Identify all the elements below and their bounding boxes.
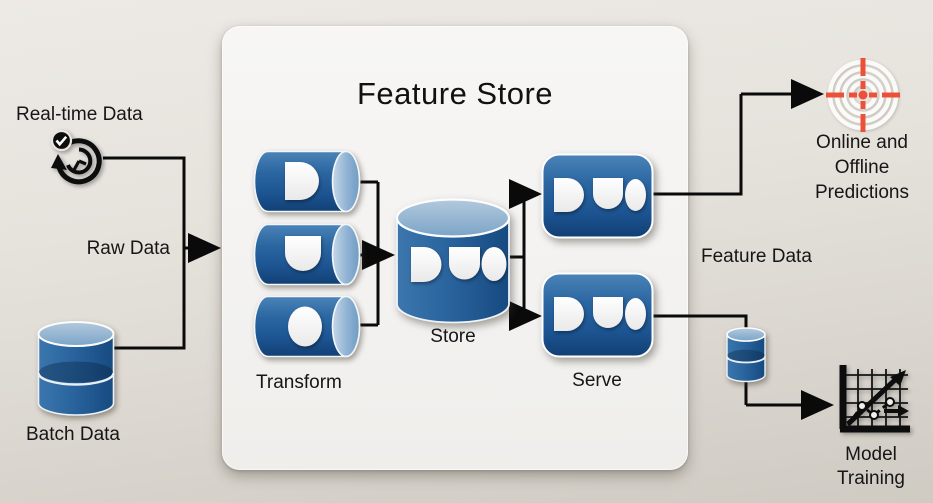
shape-u-icon: [449, 247, 480, 280]
shape-u-icon: [593, 178, 623, 209]
model-training-chart-icon: [834, 364, 912, 438]
model-training-line-2: Training: [837, 468, 905, 489]
shape-u-icon: [285, 236, 321, 271]
predictions-label: Online and Offline Predictions: [786, 130, 933, 205]
transform-cylinder-2: [253, 223, 361, 286]
feature-store-title: Feature Store: [356, 76, 554, 111]
shape-d-icon: [554, 297, 584, 331]
store-database-cylinder-icon: [395, 198, 511, 328]
shape-o-icon: [625, 298, 646, 330]
predictions-line-3: Predictions: [815, 182, 909, 203]
shape-d-icon: [554, 178, 584, 212]
serve-label: Serve: [572, 370, 622, 391]
realtime-data-label: Real-time Data: [16, 104, 143, 125]
transform-cylinder-1: [253, 150, 361, 213]
serve-box-offline: [541, 272, 654, 358]
transform-cylinder-3: [253, 295, 361, 358]
feature-data-label: Feature Data: [701, 246, 812, 267]
shape-d-icon: [285, 162, 319, 200]
raw-data-label: Raw Data: [86, 238, 170, 259]
shape-o-icon: [625, 179, 646, 211]
predictions-line-1: Online and: [816, 132, 908, 153]
shape-d-icon: [411, 247, 442, 282]
store-label: Store: [430, 326, 476, 347]
model-training-line-1: Model: [845, 444, 897, 465]
clock-history-icon: [48, 129, 106, 187]
feature-database-cylinder-icon: [726, 327, 766, 384]
transform-label: Transform: [256, 372, 342, 393]
target-crosshair-icon: [824, 56, 902, 134]
batch-database-cylinder-icon: [37, 321, 116, 416]
model-training-label: Model Training: [820, 443, 922, 491]
shape-o-icon: [288, 306, 322, 347]
shape-u-icon: [593, 297, 623, 328]
shape-o-icon: [481, 247, 507, 281]
batch-data-label: Batch Data: [26, 424, 120, 445]
predictions-line-2: Offline: [834, 157, 890, 178]
serve-box-online: [541, 153, 654, 239]
